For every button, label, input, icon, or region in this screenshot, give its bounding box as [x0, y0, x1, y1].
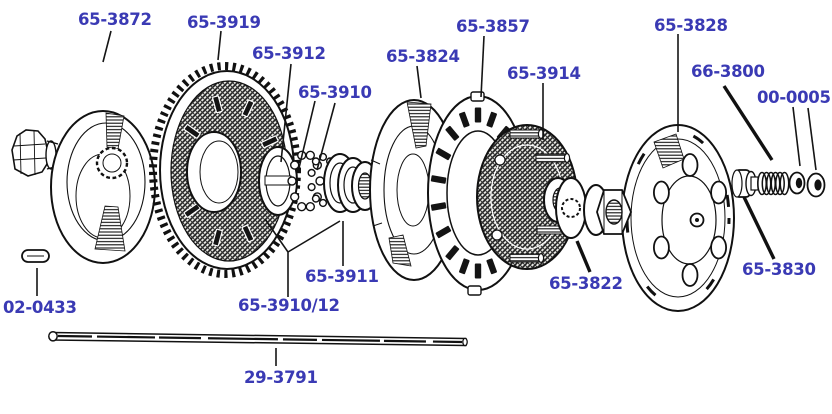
part-number-label: 65-3872: [78, 10, 152, 29]
bearing-sleeve-drawing: [258, 146, 298, 216]
pushrod-drawing: [48, 330, 468, 347]
part-number-label: 65-3911: [305, 267, 379, 286]
part-number-label: 65-3824: [386, 47, 460, 66]
pressure-plate-drawing: [621, 124, 735, 312]
clutch-cover-plate-drawing: [50, 110, 156, 264]
part-number-label: 65-3857: [456, 17, 530, 36]
part-number-label: 65-3830: [742, 260, 816, 279]
part-number-label: 00-0005: [757, 88, 831, 107]
part-number-label: 65-3910: [298, 83, 372, 102]
clutch-spring-drawing: [757, 171, 790, 196]
roller-bearing-drawing: [287, 150, 339, 212]
part-number-label: 65-3828: [654, 16, 728, 35]
part-number-label: 65-3919: [187, 13, 261, 32]
part-number-label: 65-3822: [549, 274, 623, 293]
leader-lines: [36, 30, 817, 366]
leader-lines-bold: [575, 85, 776, 273]
engine-shaft-drawing: [11, 129, 59, 177]
splined-washer-drawing: [555, 177, 587, 239]
woodruff-key-drawing: [21, 249, 50, 263]
part-number-label: 66-3800: [691, 62, 765, 81]
spring-washers-drawing: [788, 171, 826, 198]
spring-bolt-drawing: [731, 169, 759, 198]
part-number-label: 65-3914: [507, 64, 581, 83]
part-number-label: 65-3912: [252, 44, 326, 63]
part-number-label: 02-0433: [3, 298, 77, 317]
bearing-races-drawing: [323, 153, 379, 213]
part-number-label: 65-3910/12: [238, 296, 340, 315]
hub-nut-drawing: [583, 184, 632, 236]
part-number-label: 29-3791: [244, 368, 318, 387]
